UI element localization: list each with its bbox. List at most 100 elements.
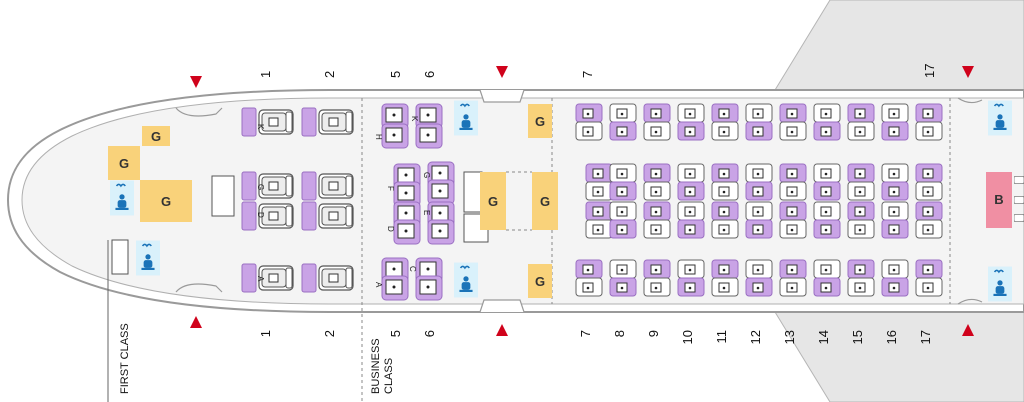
- econ-seat-10-0[interactable]: [677, 103, 705, 123]
- econ-seat-14-1[interactable]: [813, 121, 841, 141]
- first-seat-row1-2[interactable]: [241, 201, 294, 231]
- econ-seat-17-2[interactable]: [915, 163, 943, 183]
- econ-seat-11-5[interactable]: [711, 219, 739, 239]
- econ-seat-9-2[interactable]: [643, 163, 671, 183]
- econ-seat-10-7[interactable]: [677, 277, 705, 297]
- econ-seat-15-6[interactable]: [847, 259, 875, 279]
- biz-seat-6c-b[interactable]: [415, 275, 443, 301]
- econ-seat-7-6[interactable]: [575, 259, 603, 279]
- biz-seat-6e-b[interactable]: [427, 219, 455, 245]
- econ-seat-16-6[interactable]: [881, 259, 909, 279]
- econ-seat-15-3[interactable]: [847, 181, 875, 201]
- biz-seat-5f-b[interactable]: [393, 181, 421, 207]
- econ-seat-15-7[interactable]: [847, 277, 875, 297]
- econ-seat-14-7[interactable]: [813, 277, 841, 297]
- biz-seat-6k-b[interactable]: [415, 123, 443, 149]
- econ-seat-13-6[interactable]: [779, 259, 807, 279]
- econ-seat-14-5[interactable]: [813, 219, 841, 239]
- econ-seat-8-6[interactable]: [609, 259, 637, 279]
- biz-seat-5a-b[interactable]: [381, 275, 409, 301]
- econ-seat-7-3[interactable]: [585, 181, 613, 201]
- econ-seat-12-6[interactable]: [745, 259, 773, 279]
- econ-seat-16-2[interactable]: [881, 163, 909, 183]
- econ-seat-15-2[interactable]: [847, 163, 875, 183]
- econ-seat-16-3[interactable]: [881, 181, 909, 201]
- econ-seat-8-0[interactable]: [609, 103, 637, 123]
- econ-seat-12-2[interactable]: [745, 163, 773, 183]
- econ-seat-16-0[interactable]: [881, 103, 909, 123]
- econ-seat-17-6[interactable]: [915, 259, 943, 279]
- econ-seat-7-2[interactable]: [585, 163, 613, 183]
- econ-seat-11-7[interactable]: [711, 277, 739, 297]
- econ-seat-11-4[interactable]: [711, 201, 739, 221]
- econ-seat-11-3[interactable]: [711, 181, 739, 201]
- econ-seat-13-1[interactable]: [779, 121, 807, 141]
- econ-seat-12-1[interactable]: [745, 121, 773, 141]
- econ-seat-17-5[interactable]: [915, 219, 943, 239]
- econ-seat-7-0[interactable]: [575, 103, 603, 123]
- econ-seat-10-5[interactable]: [677, 219, 705, 239]
- biz-seat-5h-b[interactable]: [381, 123, 409, 149]
- econ-seat-9-0[interactable]: [643, 103, 671, 123]
- econ-seat-16-4[interactable]: [881, 201, 909, 221]
- econ-seat-8-7[interactable]: [609, 277, 637, 297]
- econ-seat-13-0[interactable]: [779, 103, 807, 123]
- econ-seat-12-4[interactable]: [745, 201, 773, 221]
- econ-seat-10-3[interactable]: [677, 181, 705, 201]
- econ-seat-11-6[interactable]: [711, 259, 739, 279]
- first-seat-row2-2[interactable]: [301, 201, 354, 231]
- econ-seat-8-2[interactable]: [609, 163, 637, 183]
- econ-seat-11-0[interactable]: [711, 103, 739, 123]
- econ-seat-11-2[interactable]: [711, 163, 739, 183]
- econ-seat-8-3[interactable]: [609, 181, 637, 201]
- econ-seat-9-4[interactable]: [643, 201, 671, 221]
- econ-seat-10-1[interactable]: [677, 121, 705, 141]
- econ-seat-7-5[interactable]: [585, 219, 613, 239]
- econ-seat-9-1[interactable]: [643, 121, 671, 141]
- econ-seat-14-4[interactable]: [813, 201, 841, 221]
- econ-seat-17-1[interactable]: [915, 121, 943, 141]
- econ-seat-14-6[interactable]: [813, 259, 841, 279]
- econ-seat-13-3[interactable]: [779, 181, 807, 201]
- econ-seat-10-4[interactable]: [677, 201, 705, 221]
- econ-seat-9-5[interactable]: [643, 219, 671, 239]
- econ-seat-7-4[interactable]: [585, 201, 613, 221]
- econ-seat-15-5[interactable]: [847, 219, 875, 239]
- econ-seat-9-3[interactable]: [643, 181, 671, 201]
- econ-seat-13-7[interactable]: [779, 277, 807, 297]
- econ-seat-8-4[interactable]: [609, 201, 637, 221]
- econ-seat-16-1[interactable]: [881, 121, 909, 141]
- biz-seat-6k[interactable]: [415, 103, 443, 129]
- econ-seat-12-5[interactable]: [745, 219, 773, 239]
- econ-seat-8-5[interactable]: [609, 219, 637, 239]
- first-seat-row2-3[interactable]: [301, 263, 354, 293]
- econ-seat-14-3[interactable]: [813, 181, 841, 201]
- first-seat-row1-3[interactable]: [241, 263, 294, 293]
- econ-seat-7-7[interactable]: [575, 277, 603, 297]
- econ-seat-12-7[interactable]: [745, 277, 773, 297]
- first-seat-row1-1[interactable]: [241, 171, 294, 201]
- econ-seat-16-7[interactable]: [881, 277, 909, 297]
- biz-seat-5h[interactable]: [381, 103, 409, 129]
- econ-seat-7-1[interactable]: [575, 121, 603, 141]
- econ-seat-17-7[interactable]: [915, 277, 943, 297]
- first-seat-row2-1[interactable]: [301, 171, 354, 201]
- econ-seat-13-5[interactable]: [779, 219, 807, 239]
- econ-seat-10-6[interactable]: [677, 259, 705, 279]
- econ-seat-17-0[interactable]: [915, 103, 943, 123]
- econ-seat-16-5[interactable]: [881, 219, 909, 239]
- econ-seat-13-4[interactable]: [779, 201, 807, 221]
- econ-seat-13-2[interactable]: [779, 163, 807, 183]
- econ-seat-8-1[interactable]: [609, 121, 637, 141]
- biz-seat-6g-b[interactable]: [427, 179, 455, 205]
- econ-seat-11-1[interactable]: [711, 121, 739, 141]
- econ-seat-14-2[interactable]: [813, 163, 841, 183]
- first-seat-row2-0[interactable]: [301, 107, 354, 137]
- econ-seat-12-0[interactable]: [745, 103, 773, 123]
- econ-seat-15-1[interactable]: [847, 121, 875, 141]
- econ-seat-9-7[interactable]: [643, 277, 671, 297]
- econ-seat-15-4[interactable]: [847, 201, 875, 221]
- econ-seat-10-2[interactable]: [677, 163, 705, 183]
- biz-seat-5d-b[interactable]: [393, 219, 421, 245]
- econ-seat-17-3[interactable]: [915, 181, 943, 201]
